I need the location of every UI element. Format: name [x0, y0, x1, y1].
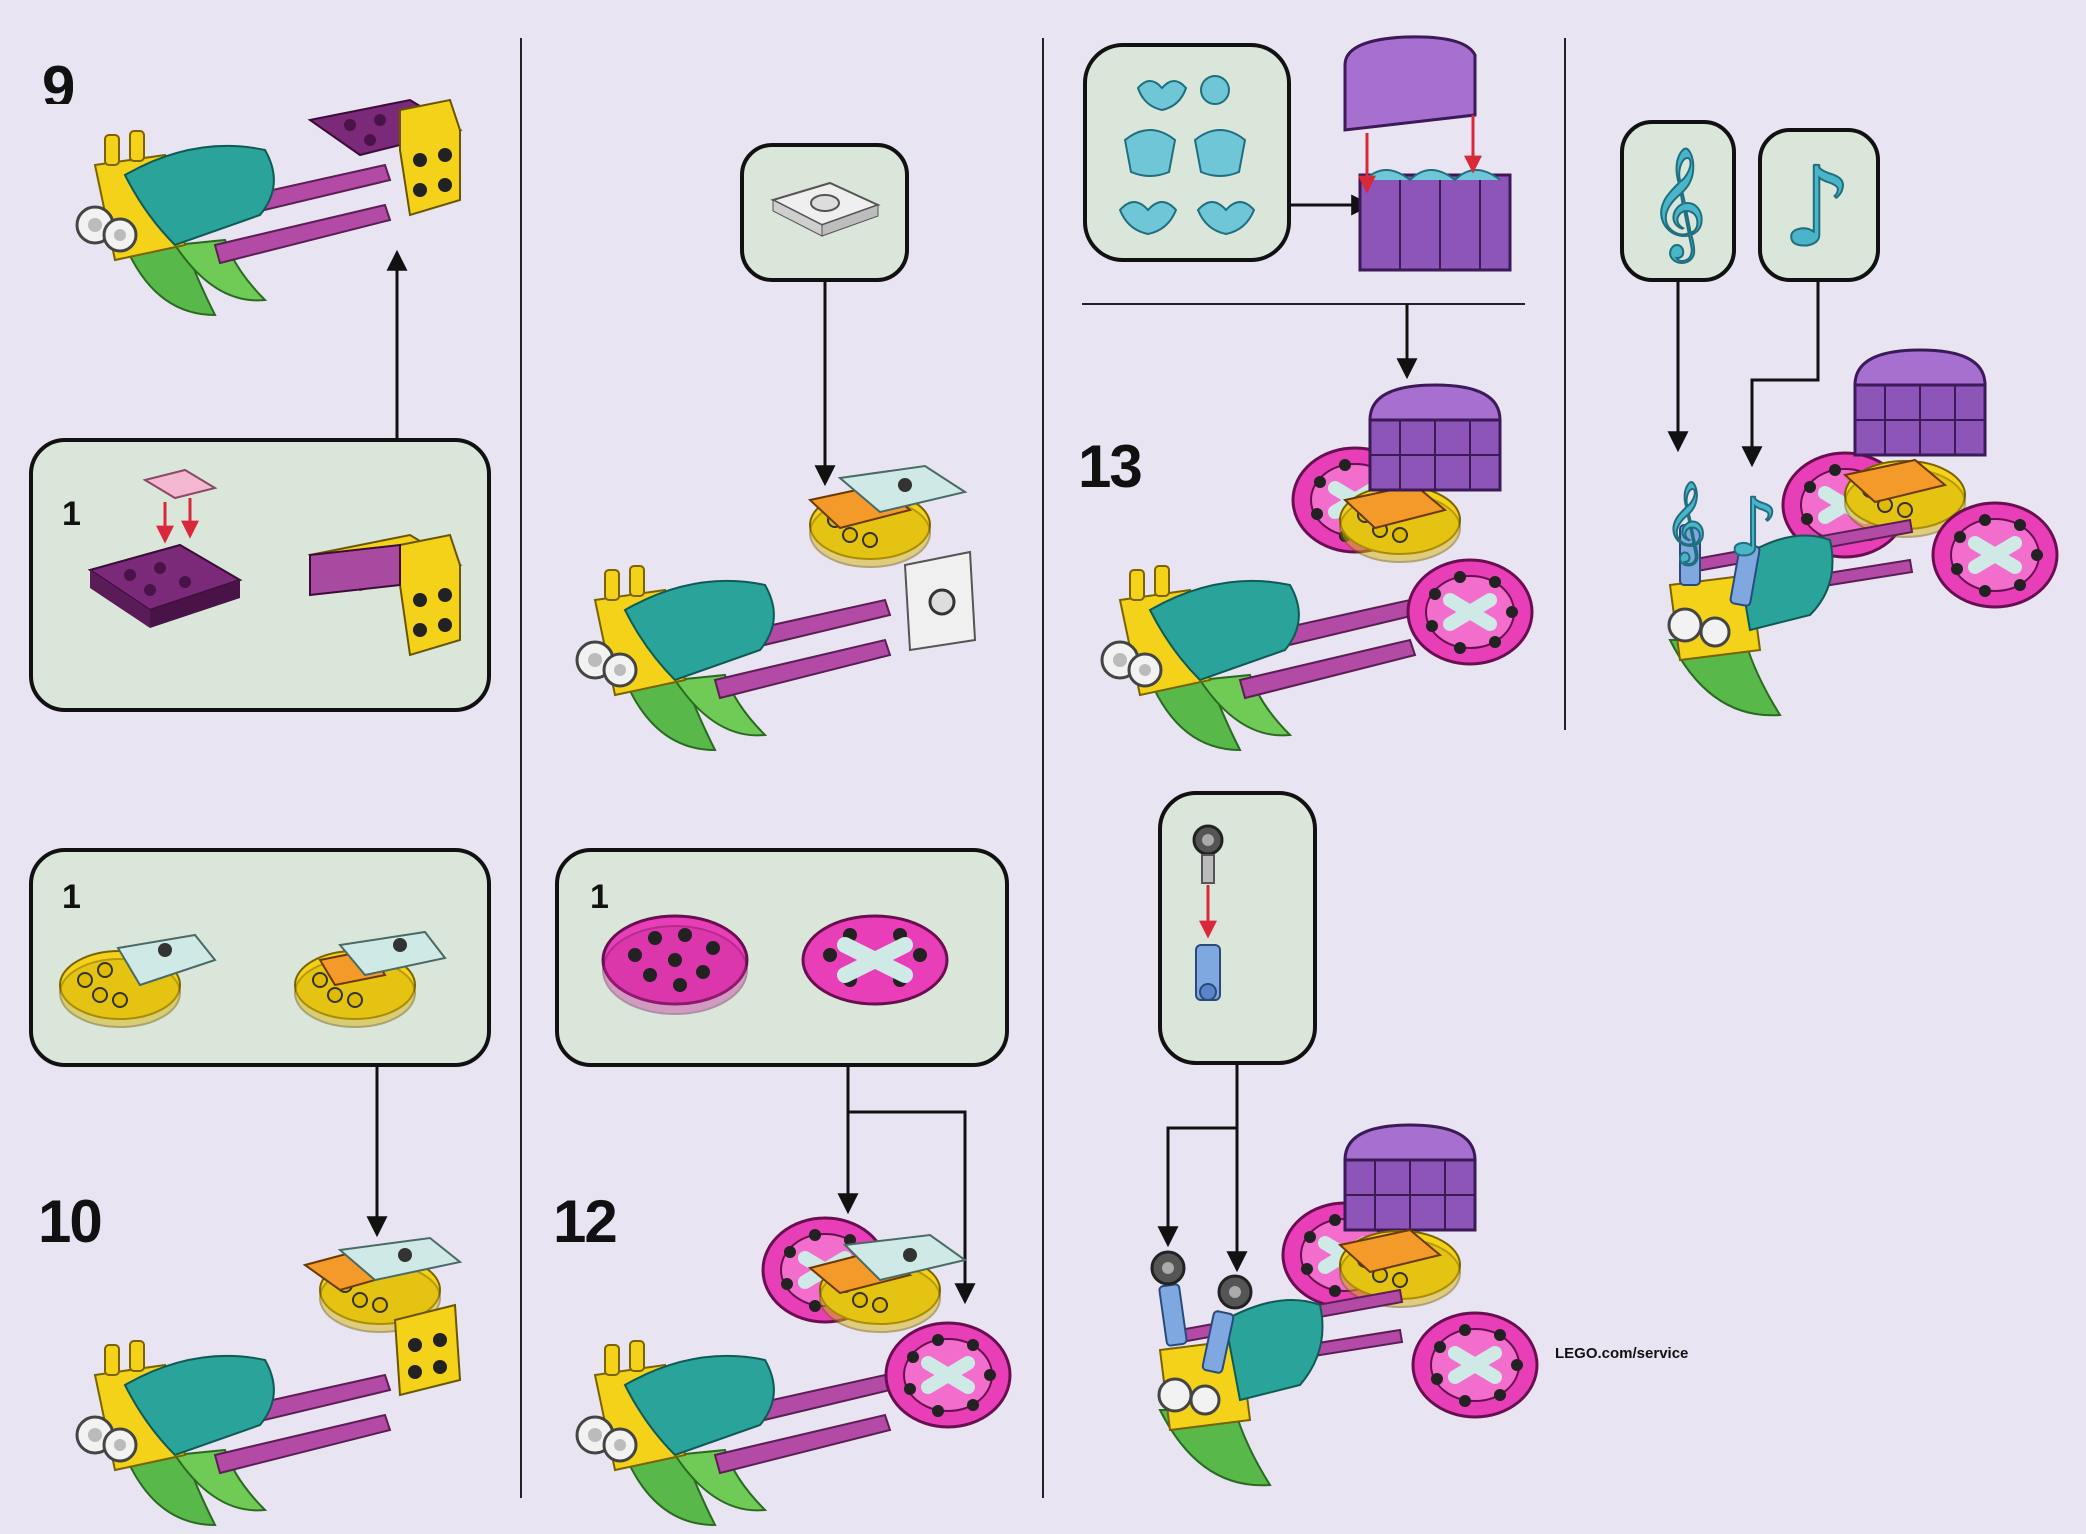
- svg-text:♪: ♪: [1728, 481, 1779, 574]
- step-number-9: 9: [42, 58, 73, 104]
- svg-text:𝄞: 𝄞: [1665, 480, 1706, 565]
- substep-number: 1: [62, 497, 79, 531]
- substep-number: 1: [590, 880, 607, 914]
- service-link[interactable]: LEGO.com/service: [1555, 1345, 1688, 1362]
- svg-text:𝄞: 𝄞: [1650, 146, 1707, 263]
- step-number-13: 13: [1078, 437, 1141, 497]
- step-number-10: 10: [38, 1192, 101, 1252]
- svg-text:♪: ♪: [1782, 143, 1852, 271]
- step-number-12: 12: [553, 1192, 616, 1252]
- substep-number: 1: [62, 880, 79, 914]
